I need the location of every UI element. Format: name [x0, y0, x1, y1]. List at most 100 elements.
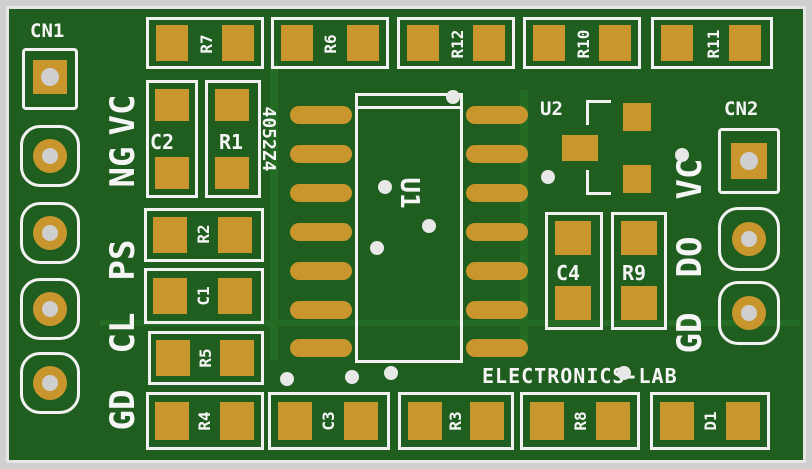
cn1-pin-label-ps: PS	[103, 239, 143, 281]
u1-label: U1	[394, 177, 424, 209]
r8-label: R8	[571, 411, 590, 431]
r6-label: R6	[321, 34, 340, 54]
u1-pad	[290, 301, 352, 319]
u2-corner-bottom	[586, 170, 611, 195]
c2-pad1	[155, 89, 189, 121]
r5-pad1	[156, 340, 190, 376]
cn2-pin1-outline	[718, 128, 780, 194]
c1-pad2	[218, 278, 252, 314]
via	[675, 148, 689, 162]
u2-corner-top	[586, 100, 611, 125]
u1-pad	[290, 145, 352, 163]
c4-pad2	[555, 286, 591, 320]
r3-pad1	[408, 402, 442, 440]
r11-pad1	[661, 25, 693, 61]
r3-label: R3	[446, 411, 465, 431]
via	[541, 170, 555, 184]
u1-pad	[466, 339, 528, 357]
r2-pad1	[153, 217, 187, 253]
c3-outline	[268, 392, 390, 450]
r9-pad2	[621, 286, 657, 320]
via	[446, 90, 460, 104]
c4-outline	[545, 212, 603, 330]
cn1-pin-label-gd: GD	[103, 389, 143, 431]
r9-pad1	[621, 221, 657, 255]
c2-pad2	[155, 157, 189, 189]
trace	[270, 60, 278, 360]
d1-outline	[650, 392, 770, 450]
r4-label: R4	[195, 411, 214, 431]
c4-pad1	[555, 221, 591, 255]
d1-pad1	[660, 402, 694, 440]
cn2-pin2-pad	[732, 222, 766, 256]
r8-outline	[520, 392, 640, 450]
u1-pad	[290, 184, 352, 202]
cn1-pin-label-ng: NG	[103, 146, 143, 188]
cn1-pin4-outline	[20, 278, 80, 340]
u1-pad	[466, 262, 528, 280]
cn1-pin2-pad	[33, 139, 67, 173]
u1-pad	[466, 223, 528, 241]
via	[384, 366, 398, 380]
r10-label: R10	[574, 29, 593, 59]
d1-label: D1	[701, 411, 720, 431]
r2-outline	[144, 208, 264, 262]
r2-label: R2	[194, 224, 213, 244]
r6-pad2	[347, 25, 379, 61]
r1-pad2	[215, 157, 249, 189]
cn1-pin4-pad	[33, 292, 67, 326]
r11-pad2	[729, 25, 761, 61]
r3-pad2	[470, 402, 504, 440]
trace	[100, 320, 800, 326]
u1-pad	[290, 262, 352, 280]
r3-outline	[398, 392, 514, 450]
cn2-pin3-pad	[732, 296, 766, 330]
r7-pad1	[156, 25, 188, 61]
r7-outline	[146, 17, 264, 69]
cn1-pin5-outline	[20, 352, 80, 414]
r11-label: R11	[704, 29, 723, 59]
via	[370, 241, 384, 255]
r9-label: R9	[622, 261, 647, 285]
r12-outline	[397, 17, 515, 69]
ic-marking: 4052Z4	[258, 106, 279, 172]
u1-pad	[466, 184, 528, 202]
via	[345, 370, 359, 384]
u1-pad	[466, 301, 528, 319]
r9-outline	[611, 212, 667, 330]
u1-pad	[466, 145, 528, 163]
c1-pad1	[153, 278, 187, 314]
brand-label: ELECTRONICS-LAB	[482, 364, 678, 388]
r4-pad2	[220, 402, 254, 440]
c1-label: C1	[194, 286, 213, 306]
u1-pad	[290, 223, 352, 241]
r12-pad1	[407, 25, 439, 61]
r2-pad2	[218, 217, 252, 253]
r5-outline	[148, 331, 264, 385]
r1-outline	[205, 80, 261, 198]
cn1-pin5-pad	[33, 366, 67, 400]
cn2-pin2-outline	[718, 207, 780, 271]
cn1-pin1-outline	[22, 48, 78, 110]
u2-pad3	[623, 165, 651, 193]
u1-pad	[466, 106, 528, 124]
cn1-pin3-pad	[33, 216, 67, 250]
u1-outline	[355, 93, 463, 363]
c3-pad1	[278, 402, 312, 440]
cn2-pin1-hole	[740, 152, 758, 170]
via	[422, 219, 436, 233]
cn1-label: CN1	[30, 20, 65, 42]
r8-pad1	[530, 402, 564, 440]
via	[617, 366, 631, 380]
r10-pad2	[599, 25, 631, 61]
d1-pad2	[726, 402, 760, 440]
r10-outline	[523, 17, 641, 69]
cn2-pin3-outline	[718, 281, 780, 345]
r1-pad1	[215, 89, 249, 121]
c3-pad2	[344, 402, 378, 440]
cn1-pin2-outline	[20, 125, 80, 187]
r10-pad1	[533, 25, 565, 61]
cn1-pin1-hole	[41, 68, 59, 86]
pcb-board	[6, 6, 806, 463]
r8-pad2	[596, 402, 630, 440]
